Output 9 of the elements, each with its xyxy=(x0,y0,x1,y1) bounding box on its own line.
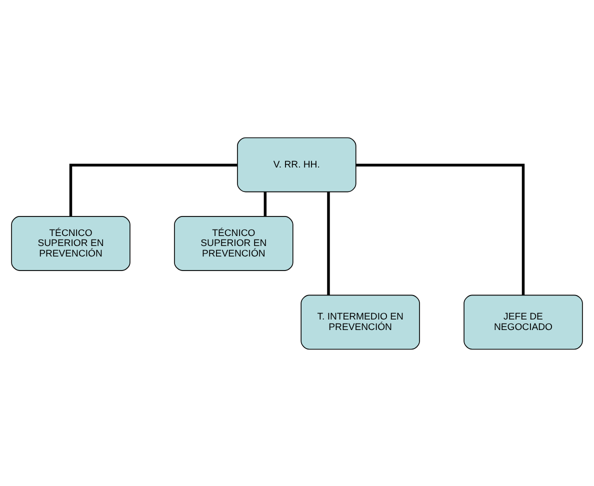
connector xyxy=(264,191,267,216)
node-box: TÉCNICO SUPERIOR EN PREVENCIÓN xyxy=(11,216,130,270)
connector xyxy=(356,163,525,295)
node-box: V. RR. HH. xyxy=(237,136,356,192)
connector xyxy=(69,163,238,216)
node-box: TÉCNICO SUPERIOR EN PREVENCIÓN xyxy=(174,216,294,270)
connector xyxy=(327,191,330,294)
node-box: JEFE DE NEGOCIADO xyxy=(464,294,583,350)
node-box: T. INTERMEDIO EN PREVENCIÓN xyxy=(300,294,420,350)
